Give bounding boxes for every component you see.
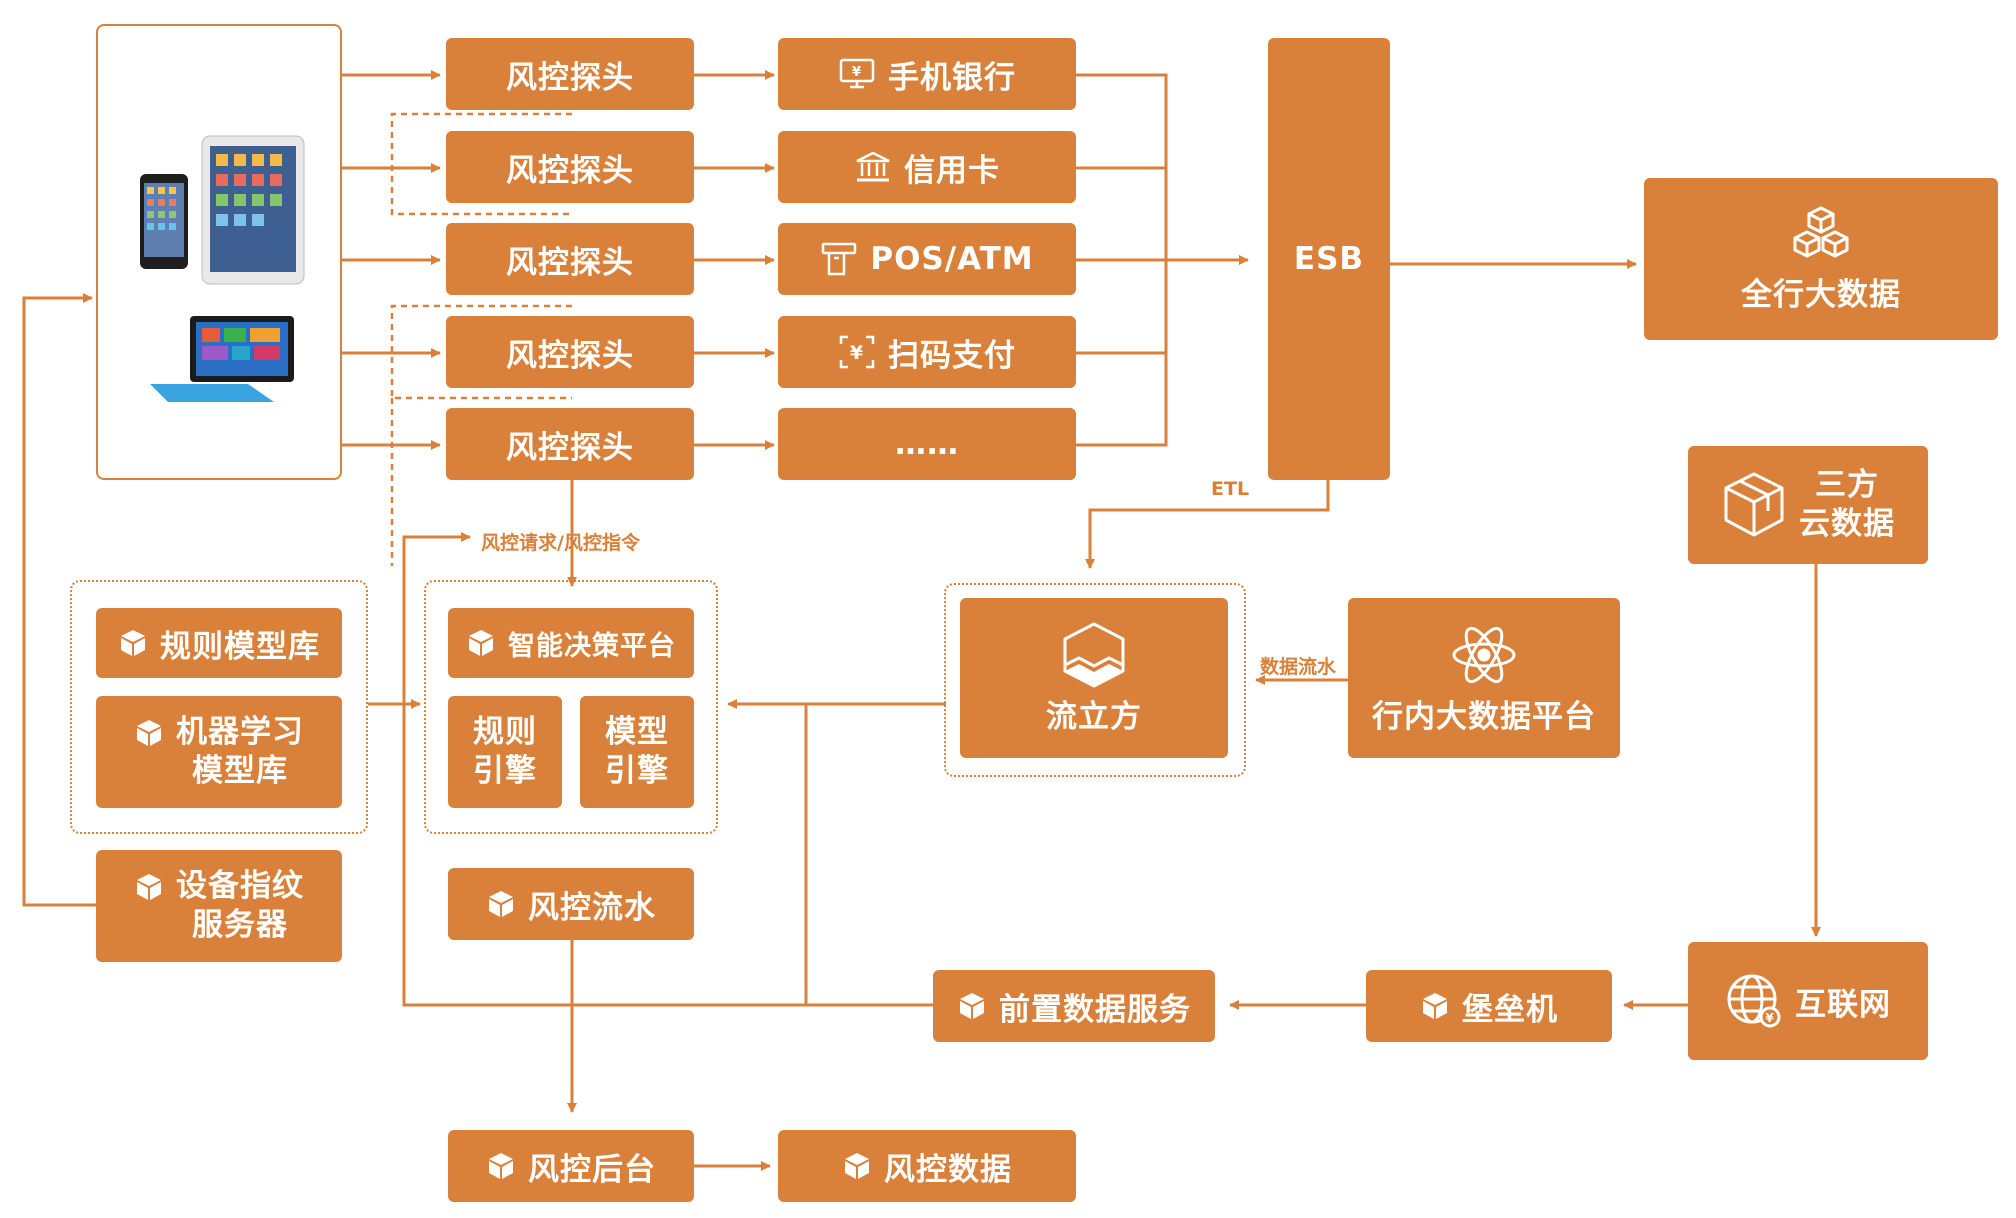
liulifang-box[interactable]: 流立方: [960, 598, 1228, 758]
mobile-banking-icon: ¥: [838, 57, 876, 91]
channel-label: ……: [895, 426, 959, 462]
esb-label: ESB: [1293, 241, 1365, 277]
risk-probe-label: 风控探头: [506, 337, 634, 374]
data-flow-label: 数据流水: [1260, 656, 1337, 678]
model-library-group: [70, 580, 368, 834]
cubes-stack-icon: [1783, 204, 1859, 268]
svg-text:¥: ¥: [850, 342, 864, 364]
svg-text:¥: ¥: [1765, 1011, 1774, 1025]
risk-probe-5[interactable]: 风控探头: [446, 408, 694, 480]
bastion-host-label: 堡垒机: [1462, 991, 1558, 1028]
rule-engine-box[interactable]: 规则 引擎: [448, 696, 562, 808]
tablet-image: [201, 135, 305, 285]
risk-probe-2[interactable]: 风控探头: [446, 131, 694, 203]
decision-platform-label: 智能决策平台: [508, 630, 676, 662]
channel-pos-atm[interactable]: POS/ATM: [778, 223, 1076, 295]
channel-qr-payment[interactable]: ¥ 扫码支付: [778, 316, 1076, 388]
in-bank-platform-box[interactable]: 行内大数据平台: [1348, 598, 1620, 758]
atom-icon: [1449, 620, 1519, 690]
box-icon: [486, 889, 516, 919]
mobile-phone-image: [140, 174, 188, 269]
risk-probe-label: 风控探头: [506, 429, 634, 466]
risk-backend-label: 风控后台: [528, 1151, 656, 1188]
box-icon: [842, 1151, 872, 1181]
decision-platform-box[interactable]: 智能决策平台: [448, 608, 694, 678]
third-party-cloud-label: 三方 云数据: [1799, 467, 1895, 542]
risk-probe-4[interactable]: 风控探头: [446, 316, 694, 388]
box-icon: [134, 718, 164, 748]
channel-label: 手机银行: [888, 59, 1016, 96]
liulifang-cube-icon: [1059, 620, 1129, 690]
rule-engine-label: 规则 引擎: [473, 714, 537, 789]
devices-illustration: [140, 135, 305, 402]
risk-probe-3[interactable]: 风控探头: [446, 223, 694, 295]
channel-mobile-banking[interactable]: ¥ 手机银行: [778, 38, 1076, 110]
model-engine-box[interactable]: 模型 引擎: [580, 696, 694, 808]
risk-data-box[interactable]: 风控数据: [778, 1130, 1076, 1202]
ml-model-lib-label: 机器学习 模型库: [176, 714, 304, 789]
box-icon: [134, 872, 164, 902]
risk-probe-1[interactable]: 风控探头: [446, 38, 694, 110]
cube-icon: [1721, 470, 1787, 540]
box-icon: [466, 628, 496, 658]
box-icon: [486, 1151, 516, 1181]
bank-building-icon: [854, 150, 892, 184]
risk-probe-label: 风控探头: [506, 244, 634, 281]
surface-tablet-image: [150, 316, 294, 402]
channel-label: 信用卡: [904, 152, 1000, 189]
front-data-service-box[interactable]: 前置数据服务: [933, 970, 1215, 1042]
globe-icon: ¥: [1725, 972, 1783, 1030]
risk-request-label: 风控请求/风控指令: [481, 532, 640, 554]
channel-credit-card[interactable]: 信用卡: [778, 131, 1076, 203]
risk-data-label: 风控数据: [884, 1151, 1012, 1188]
model-engine-label: 模型 引擎: [605, 714, 669, 789]
devices-panel: [96, 24, 342, 480]
internet-label: 互联网: [1795, 986, 1891, 1023]
third-party-cloud-box[interactable]: 三方 云数据: [1688, 446, 1928, 564]
device-fingerprint-box[interactable]: 设备指纹 服务器: [96, 850, 342, 962]
risk-probe-label: 风控探头: [506, 59, 634, 96]
liulifang-group: [944, 583, 1246, 777]
channel-more[interactable]: ……: [778, 408, 1076, 480]
rule-model-lib-box[interactable]: 规则模型库: [96, 608, 342, 678]
risk-probe-label: 风控探头: [506, 152, 634, 189]
rule-model-lib-label: 规则模型库: [160, 628, 320, 665]
ml-model-lib-box[interactable]: 机器学习 模型库: [96, 696, 342, 808]
channel-label: 扫码支付: [888, 337, 1016, 374]
risk-flow-box[interactable]: 风控流水: [448, 868, 694, 940]
etl-label: ETL: [1211, 478, 1250, 500]
channel-label: POS/ATM: [870, 241, 1034, 277]
device-fingerprint-label: 设备指纹 服务器: [176, 868, 304, 943]
liulifang-label: 流立方: [1046, 698, 1142, 735]
box-icon: [957, 991, 987, 1021]
front-data-service-label: 前置数据服务: [999, 991, 1191, 1028]
risk-flow-label: 风控流水: [528, 889, 656, 926]
box-icon: [1420, 991, 1450, 1021]
pos-atm-icon: [820, 241, 858, 277]
qr-payment-icon: ¥: [838, 334, 876, 370]
esb-bus[interactable]: ESB: [1268, 38, 1390, 480]
bank-big-data-label: 全行大数据: [1741, 276, 1901, 313]
box-icon: [118, 628, 148, 658]
risk-backend-box[interactable]: 风控后台: [448, 1130, 694, 1202]
svg-text:¥: ¥: [852, 65, 862, 80]
bank-big-data-box[interactable]: 全行大数据: [1644, 178, 1998, 340]
in-bank-platform-label: 行内大数据平台: [1372, 698, 1596, 735]
internet-box[interactable]: ¥ 互联网: [1688, 942, 1928, 1060]
bastion-host-box[interactable]: 堡垒机: [1366, 970, 1612, 1042]
